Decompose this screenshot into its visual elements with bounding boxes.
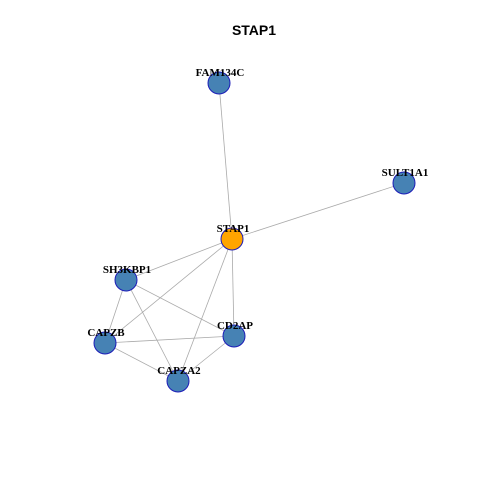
node-label-capzb: CAPZB [87,327,125,339]
node-label-fam134c: FAM134C [196,67,245,79]
node-layer [93,71,416,393]
node-label-stap1: STAP1 [217,223,250,235]
edge-capzb-cd2ap [104,335,235,344]
node-stap1 [220,227,244,251]
node-capza2 [166,369,190,393]
edge-stap1-sh3kbp1 [125,238,233,281]
edge-cd2ap-capza2 [177,335,235,382]
edge-stap1-capza2 [177,238,233,382]
diagram-title: STAP1 [232,22,276,38]
edge-capzb-capza2 [104,342,179,382]
node-label-sult1a1: SULT1A1 [382,167,429,179]
node-label-cd2ap: CD2AP [217,320,253,332]
node-sult1a1 [392,171,416,195]
node-sh3kbp1 [114,268,138,292]
edge-layer [104,82,405,382]
edge-stap1-sult1a1 [231,182,405,240]
node-cd2ap [222,324,246,348]
node-label-sh3kbp1: SH3KBP1 [103,264,151,276]
edge-sh3kbp1-capza2 [125,279,179,382]
edge-stap1-fam134c [218,82,233,240]
node-fam134c [207,71,231,95]
edge-sh3kbp1-cd2ap [125,279,235,337]
node-label-capza2: CAPZA2 [157,365,201,377]
edge-stap1-capzb [104,238,233,344]
edge-stap1-cd2ap [231,238,235,337]
node-capzb [93,331,117,355]
